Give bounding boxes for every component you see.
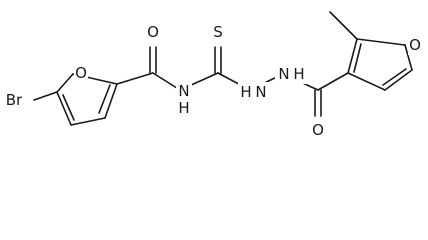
bond-carbonyl2-c3 (317, 72, 349, 91)
atom-o-amide2-label: O (312, 121, 324, 139)
atom-nh-2b: N H (275, 64, 309, 84)
atom-br-background (1, 90, 27, 110)
bond-c5-o1 (56, 73, 74, 93)
bond-c5-c4 (56, 91, 72, 126)
atom-s-label: S (213, 23, 223, 41)
atom-br-label: Br (6, 91, 23, 109)
atom-nh-2b-n: N (278, 65, 289, 83)
atom-nh-1-background (176, 82, 192, 118)
atom-o-furan2-background (408, 35, 422, 55)
bond-carbonyl1-nh (152, 72, 181, 91)
atom-nh-2a-h: H (240, 83, 251, 101)
atom-nh-2a-n: N (255, 83, 266, 101)
atom-nh-2b-h: H (293, 65, 304, 83)
atom-o-amide1-background (146, 22, 160, 42)
atom-nh-1-h: H (178, 99, 189, 117)
atom-o-furan2: O (408, 35, 422, 55)
atom-o-amide2-background (311, 120, 325, 140)
atom-nh-1-n: N (178, 82, 189, 100)
atom-nh-1: N H (176, 82, 192, 118)
atom-o-furan1-label: O (75, 64, 87, 82)
bond-c2b-methyl (329, 11, 358, 40)
atom-o-amide2: O (311, 120, 325, 140)
chemical-structure-diagram: Br O O N H S H N N H (1, 11, 422, 140)
bond-c3-c2b (347, 38, 358, 74)
bond-c3-c2 (104, 83, 118, 119)
bond-c3-c2b-double (353, 43, 362, 73)
atom-br: Br (1, 90, 27, 110)
bond-c5-c4-double (62, 94, 75, 121)
atom-o-amide1: O (146, 22, 160, 42)
bond-o-c5b (404, 44, 413, 71)
atom-s: S (211, 22, 225, 42)
bond-br-c5 (33, 91, 58, 101)
atom-o-furan2-label: O (409, 36, 421, 54)
atom-labels: Br O O N H S H N N H (1, 22, 422, 140)
atom-s-background (211, 22, 225, 42)
bond-c4b-c3 (347, 72, 386, 91)
bond-c3-c2-double (98, 84, 111, 114)
bond-c2-carbonyl1 (116, 72, 154, 85)
bond-c5b-c4b-double (382, 68, 407, 86)
bond-c2b-o (356, 38, 406, 46)
atom-nh-2a-background (238, 82, 272, 102)
atom-o-amide1-label: O (147, 23, 159, 41)
bond-c4-c3 (70, 117, 106, 126)
atom-nh-2b-background (275, 64, 309, 84)
atom-o-furan1: O (74, 63, 88, 83)
atom-nh-2a: H N (238, 82, 272, 102)
atom-o-furan1-background (74, 63, 88, 83)
bond-c5b-c4b (384, 69, 413, 91)
